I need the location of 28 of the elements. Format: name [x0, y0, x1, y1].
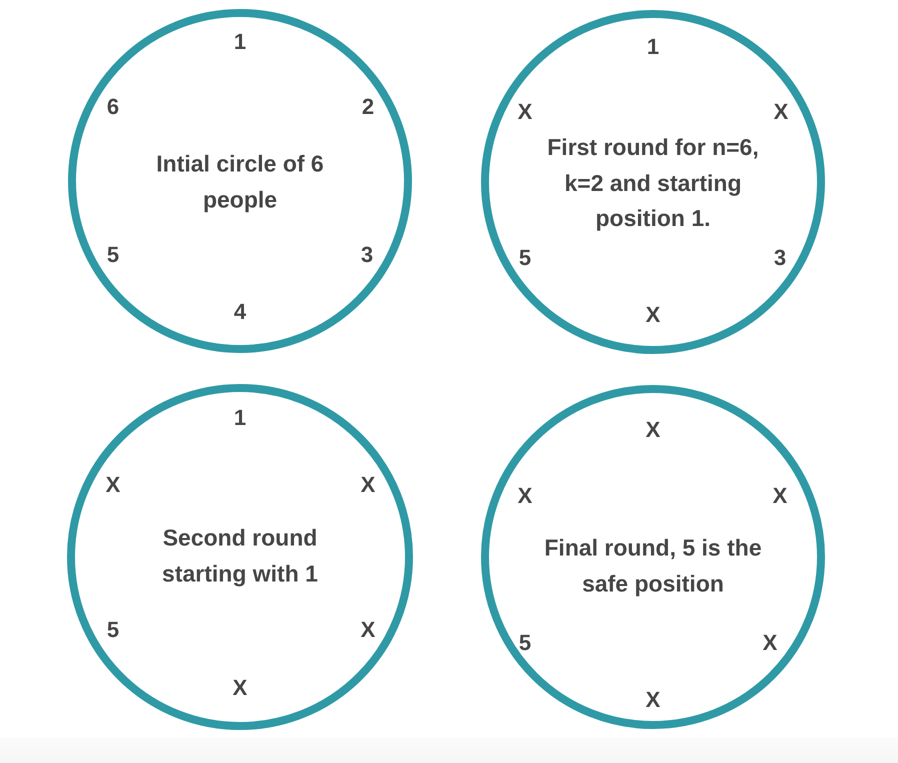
- position-label: X: [360, 619, 376, 641]
- position-label: X: [646, 419, 660, 441]
- position-label: X: [762, 632, 778, 654]
- circle-caption: Intial circle of 6 people: [155, 150, 325, 214]
- position-label: 1: [234, 31, 246, 53]
- position-label: X: [774, 101, 788, 123]
- position-label: 5: [518, 247, 532, 269]
- position-label: X: [360, 474, 376, 496]
- position-label: X: [772, 485, 788, 507]
- position-label: 2: [362, 96, 374, 118]
- position-label: X: [232, 677, 248, 699]
- position-label: X: [518, 485, 532, 507]
- circle-caption: Final round, 5 is the safe position: [543, 534, 763, 598]
- position-label: X: [646, 304, 660, 326]
- circle-caption: Second round starting with 1: [161, 524, 319, 588]
- position-label: 4: [234, 301, 246, 323]
- position-label: 1: [646, 36, 660, 58]
- position-label: 5: [106, 619, 120, 641]
- position-label: 5: [518, 632, 532, 654]
- position-label: 5: [106, 244, 120, 266]
- position-label: X: [646, 689, 660, 711]
- position-label: 1: [234, 407, 246, 429]
- circle-caption: First round for n=6, k=2 and starting position 1.: [546, 132, 760, 233]
- position-label: X: [106, 474, 120, 496]
- position-label: X: [518, 101, 532, 123]
- position-label: 3: [360, 244, 374, 266]
- position-label: 3: [774, 247, 786, 269]
- position-label: 6: [106, 96, 120, 118]
